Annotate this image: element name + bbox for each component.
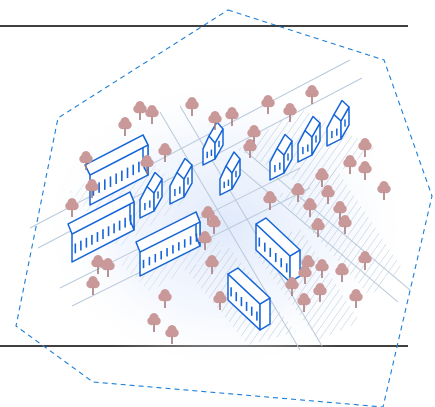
tree-icon — [263, 191, 277, 210]
tree-icon — [313, 283, 327, 302]
tree-icon — [321, 185, 335, 204]
tree-icon — [315, 168, 329, 187]
road-east-edge-a — [231, 161, 399, 303]
tree-icon — [358, 251, 372, 270]
tree-icon — [101, 258, 115, 277]
tree-icon — [145, 105, 159, 124]
tree-icon — [118, 117, 132, 136]
tree-icon — [377, 181, 391, 200]
building-icon — [326, 99, 350, 147]
building-icon — [67, 191, 135, 263]
tree-icon — [198, 231, 212, 250]
tree-icon — [291, 183, 305, 202]
tree-icon — [298, 265, 312, 284]
building-icon — [202, 121, 224, 166]
building-icon — [169, 157, 193, 205]
tree-icon — [311, 218, 325, 237]
tree-icon — [133, 101, 147, 120]
tree-icon — [208, 111, 222, 130]
buildings-layer — [67, 99, 350, 331]
trees-layer — [65, 85, 391, 344]
tree-icon — [65, 198, 79, 217]
tree-icon — [213, 291, 227, 310]
site-boundary — [15, 9, 433, 407]
tree-icon — [243, 139, 257, 158]
tree-icon — [261, 95, 275, 114]
tree-icon — [358, 161, 372, 180]
building-icon — [269, 133, 293, 181]
tree-icon — [140, 155, 154, 174]
tree-icon — [79, 151, 93, 170]
building-icon — [139, 171, 163, 219]
tree-icon — [297, 293, 311, 312]
tree-icon — [283, 103, 297, 122]
road-cross-edge-a — [159, 111, 301, 351]
tree-icon — [247, 125, 261, 144]
tree-icon — [303, 198, 317, 217]
building-icon — [227, 267, 271, 331]
tree-icon — [158, 289, 172, 308]
tree-icon — [315, 259, 329, 278]
tree-icon — [86, 276, 100, 295]
tree-icon — [147, 313, 161, 332]
tree-icon — [358, 138, 372, 157]
tree-icon — [85, 179, 99, 198]
building-icon — [297, 115, 321, 163]
tree-icon — [333, 201, 347, 220]
tree-icon — [338, 215, 352, 234]
tree-icon — [349, 289, 363, 308]
tree-icon — [225, 107, 239, 126]
tree-icon — [207, 215, 221, 234]
tree-icon — [305, 85, 319, 104]
tree-icon — [285, 277, 299, 296]
building-icon — [255, 217, 301, 283]
tree-icon — [335, 263, 349, 282]
tree-icon — [158, 143, 172, 162]
building-icon — [219, 151, 241, 196]
tree-icon — [185, 97, 199, 116]
tree-icon — [165, 325, 179, 344]
road-main-edge-a — [29, 59, 351, 229]
tree-icon — [343, 155, 357, 174]
tree-icon — [205, 255, 219, 274]
tree-icon — [301, 255, 315, 274]
